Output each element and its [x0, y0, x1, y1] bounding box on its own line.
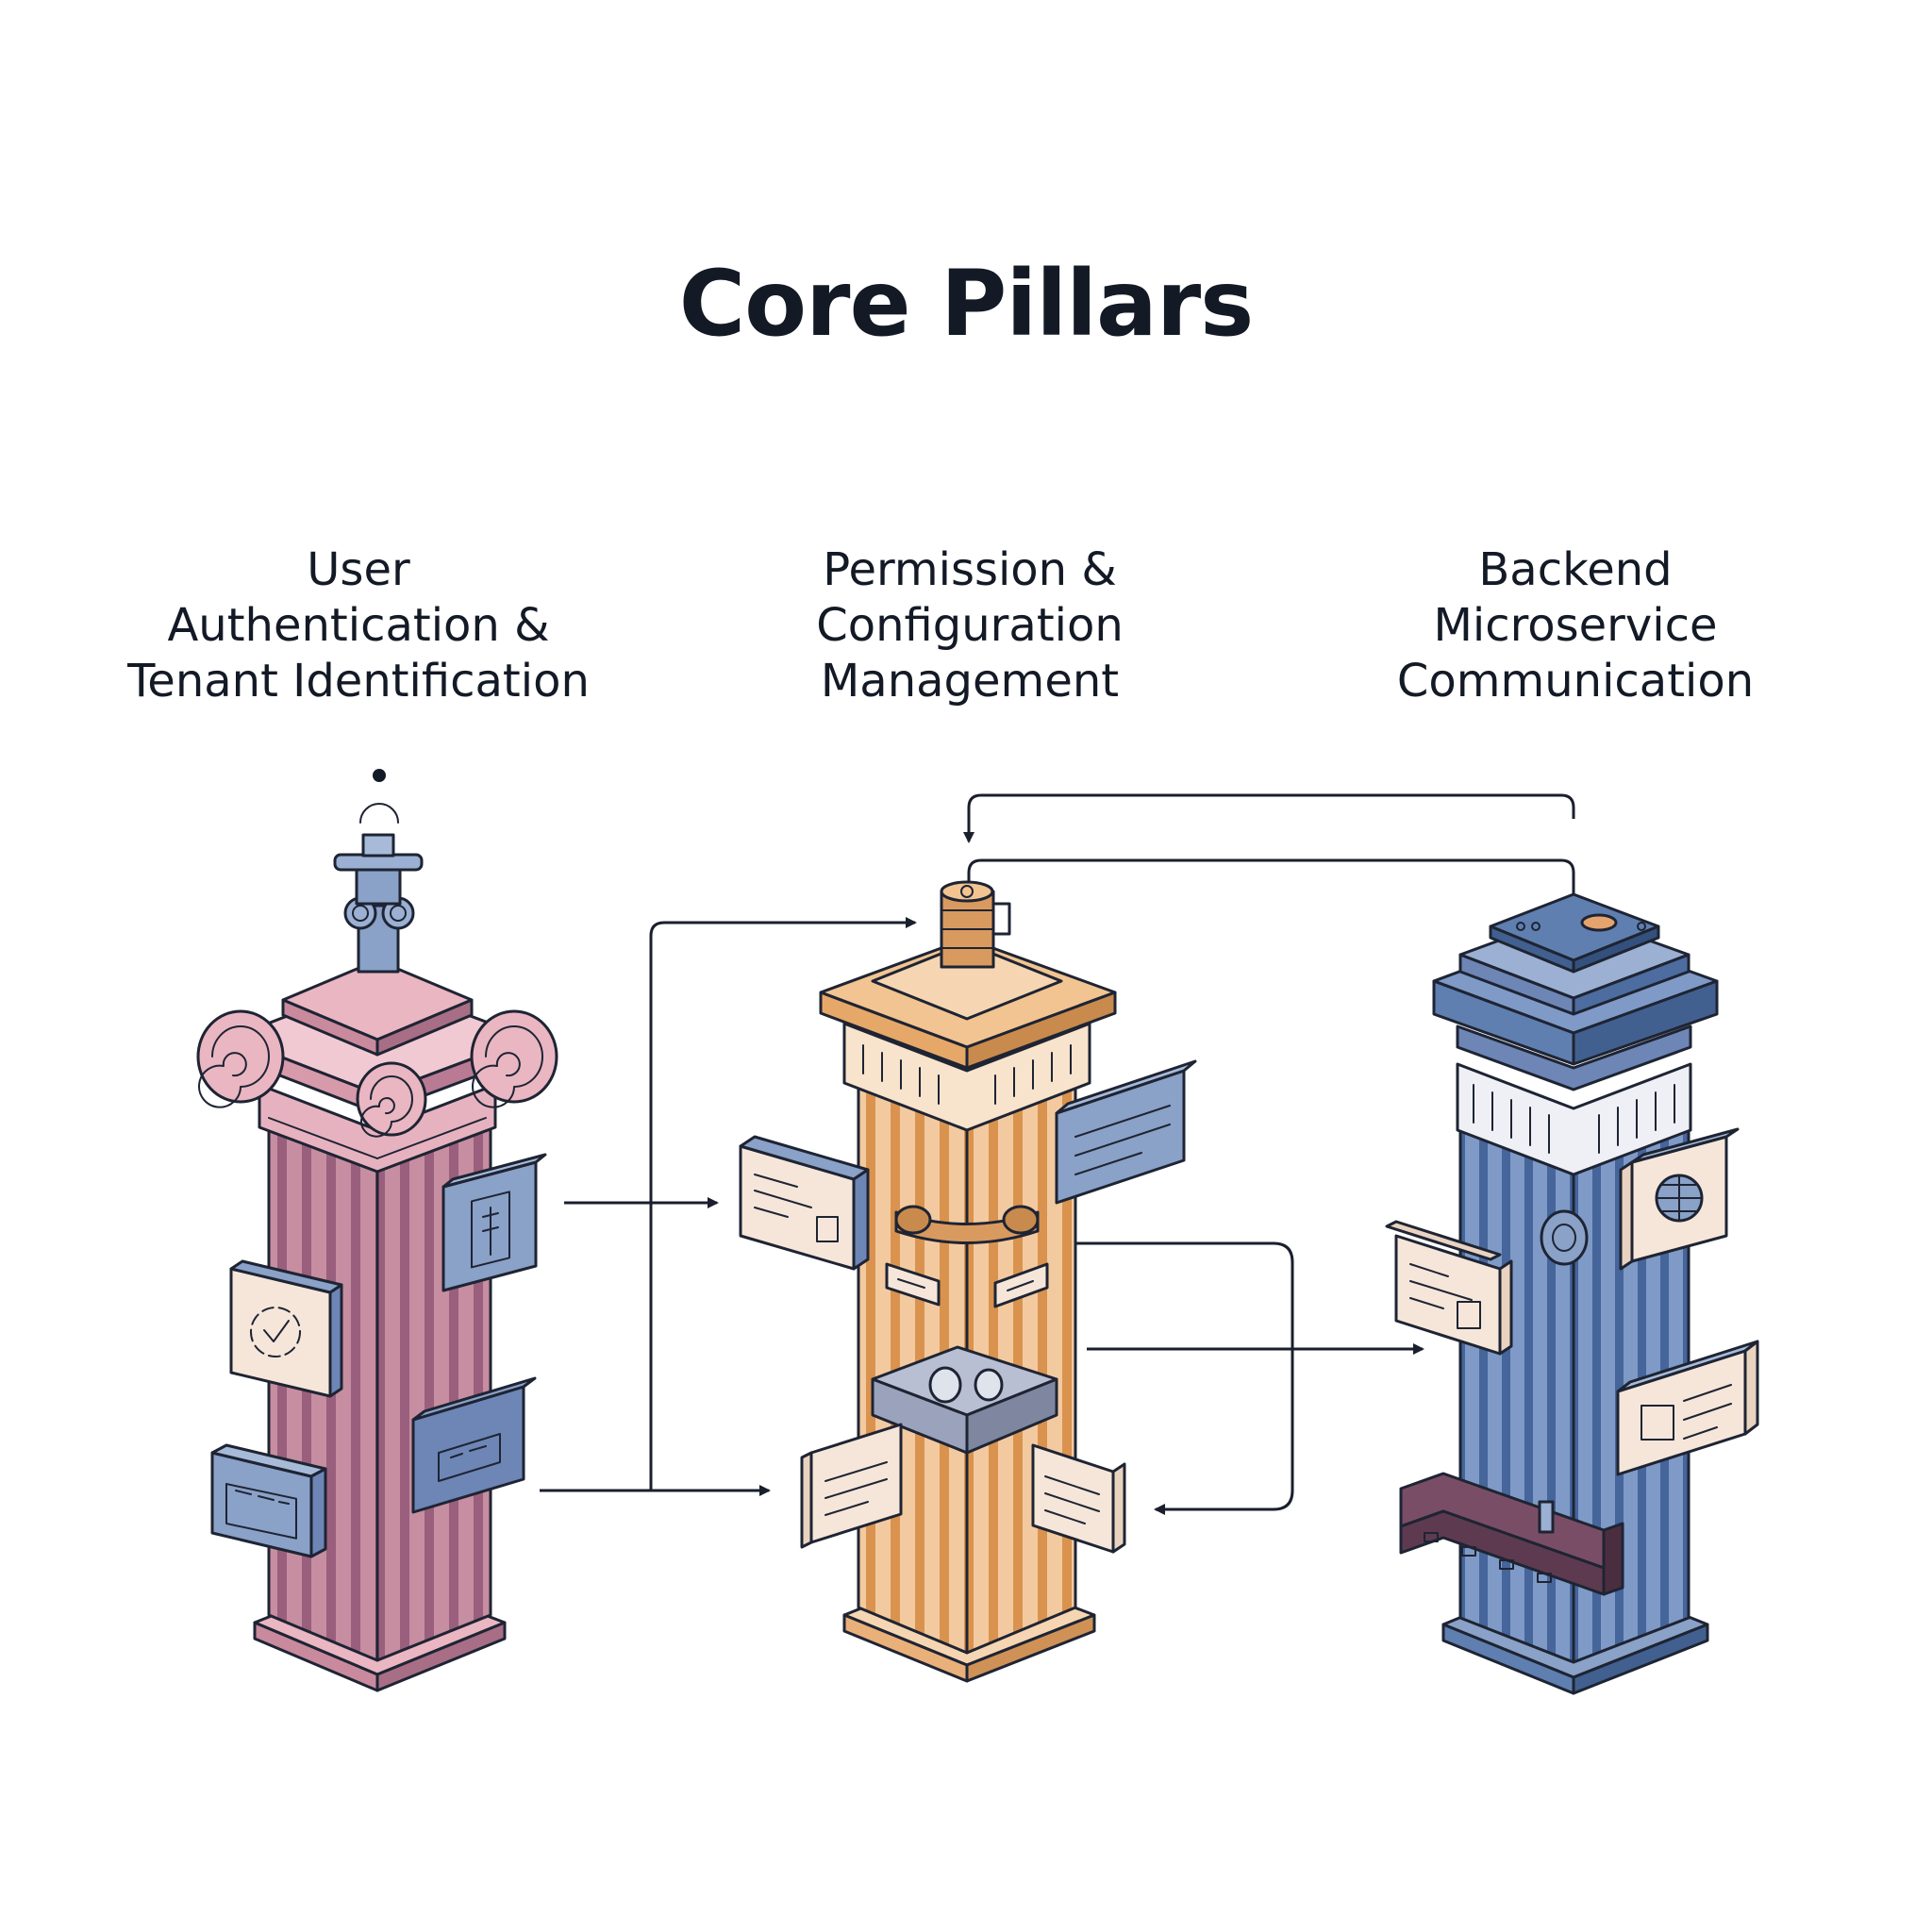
doc-card-right — [1031, 1443, 1126, 1554]
gear-block — [871, 1345, 1058, 1455]
checkmark-icon — [263, 1320, 290, 1342]
config-card-left — [739, 1135, 870, 1271]
label-line: User — [307, 543, 410, 596]
volute-right — [470, 1009, 558, 1108]
checkmark-card — [229, 1259, 343, 1398]
id-card — [210, 1443, 327, 1558]
config-card-right — [1055, 1059, 1197, 1205]
signal-dot — [373, 769, 386, 782]
lock-clamp — [894, 1205, 1040, 1244]
pillar-label-auth: User Authentication & Tenant Identificat… — [94, 542, 623, 709]
label-line: Microservice — [1433, 599, 1718, 652]
pillar-permission — [739, 880, 1197, 1683]
fingerprint-card — [441, 1153, 547, 1292]
label-line: Tenant Identification — [127, 655, 590, 708]
arrow-permission-to-backend-top — [967, 858, 1575, 896]
server-rack — [1399, 1472, 1624, 1596]
globe-card — [1619, 1127, 1740, 1271]
diagram-title: Core Pillars — [678, 251, 1255, 357]
status-light — [1580, 913, 1618, 932]
arrow-backend-return — [1009, 1241, 1294, 1515]
arrow-feedback-loop-top — [963, 793, 1575, 843]
label-line: Backend — [1478, 543, 1673, 596]
key-icon — [482, 1207, 499, 1256]
ring-connector — [1540, 1209, 1589, 1266]
label-line: Management — [820, 655, 1120, 708]
antenna-finial — [333, 769, 424, 974]
tag-right — [993, 1262, 1049, 1308]
pillar-auth — [196, 769, 558, 1692]
label-line: Configuration — [816, 599, 1124, 652]
database-cylinder — [940, 880, 1011, 969]
pillar-label-backend: Backend Microservice Communication — [1311, 542, 1840, 709]
pillar-label-permission: Permission & Configuration Management — [706, 542, 1234, 709]
label-line: Communication — [1396, 655, 1755, 708]
volute-left — [196, 1009, 285, 1108]
arrow-auth-to-permission-capital — [649, 917, 917, 1491]
volute-front — [356, 1061, 427, 1138]
token-card — [411, 1376, 537, 1514]
label-line: Authentication & — [167, 599, 550, 652]
flow-arrows — [540, 793, 1575, 1515]
terminal-card — [1616, 1340, 1759, 1476]
tag-left — [885, 1262, 941, 1307]
pillar-backend — [1385, 892, 1759, 1695]
label-line: Permission & — [823, 543, 1117, 596]
doc-card-left — [800, 1423, 903, 1549]
message-card — [1385, 1220, 1513, 1356]
